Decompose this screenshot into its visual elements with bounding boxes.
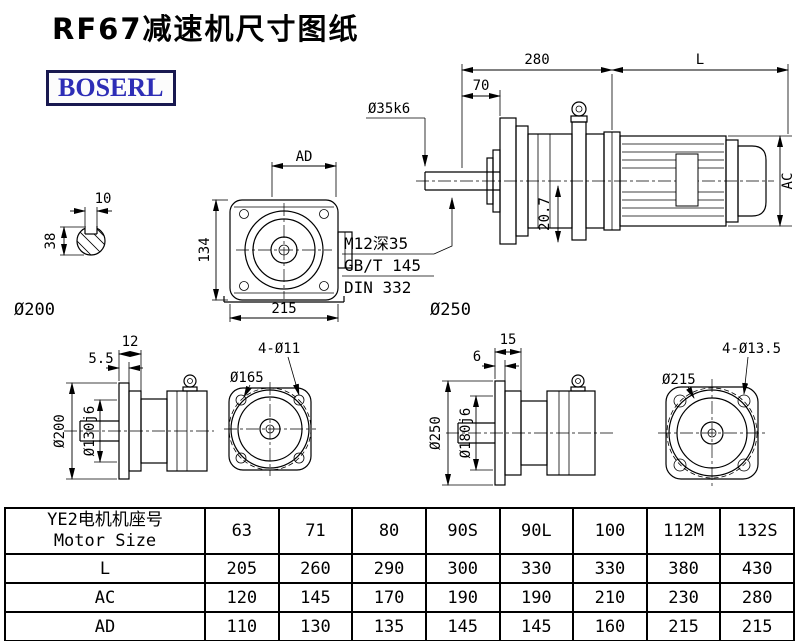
table-row-ac: AC 120 145 170 190 190 210 230 280 [4, 582, 795, 613]
row-label: AD [4, 611, 206, 641]
motor-size-header-cell: YE2电机机座号 Motor Size [4, 507, 206, 555]
table-cell: 110 [204, 611, 280, 641]
dimension-table: YE2电机机座号 Motor Size 63 71 80 90S 90L 100… [4, 507, 795, 641]
technical-drawing: 10 38 Ø200 Ø250 [14, 52, 796, 487]
motor-size-header-en: Motor Size [53, 531, 157, 551]
dim-f250-length: 15 [500, 332, 517, 348]
table-header-cell: 63 [204, 507, 280, 555]
table-cell: 190 [424, 582, 501, 613]
shaft-section-view: 10 38 [43, 191, 112, 256]
table-cell: 215 [719, 611, 795, 641]
table-cell: 190 [498, 582, 575, 613]
motor-size-header-cn: YE2电机机座号 [47, 509, 163, 530]
boserl-logo-text: BOSERL [58, 73, 164, 102]
table-header-cell: 71 [277, 507, 354, 555]
flange200-side-view: 12 5.5 Ø200 Ø130j6 [52, 334, 214, 480]
note-din-standard: DIN 332 [344, 278, 411, 297]
note-tapped-hole: M12深35 [344, 234, 408, 253]
table-cell: 330 [572, 553, 648, 584]
table-cell: 170 [351, 582, 427, 613]
dim-f200-pilot: Ø130j6 [82, 406, 98, 457]
table-cell: 145 [498, 611, 575, 641]
page-title: RF67减速机尺寸图纸 [52, 12, 360, 46]
dim-shaft-length: 70 [473, 78, 490, 94]
dim-f250-thickness: 6 [473, 349, 481, 365]
label-shaft-diameter: Ø35k6 [368, 101, 410, 117]
table-header-cell: 90S [424, 507, 501, 555]
dim-front-width: 215 [271, 301, 296, 317]
dim-f200-length: 12 [122, 334, 139, 350]
dim-f200-thickness: 5.5 [88, 351, 113, 367]
table-cell: 205 [204, 553, 280, 584]
dim-f250-od: Ø250 [428, 416, 444, 450]
table-cell: 160 [572, 611, 648, 641]
table-cell: 280 [719, 582, 795, 613]
table-cell: 210 [572, 582, 648, 613]
table-cell: 380 [645, 553, 722, 584]
table-header-cell: 80 [351, 507, 427, 555]
table-cell: 130 [277, 611, 354, 641]
table-cell: 290 [351, 553, 427, 584]
dim-f200-od: Ø200 [52, 414, 68, 448]
dim-front-height: 134 [197, 237, 213, 262]
dim-ad: AD [296, 149, 313, 165]
gearbox-front-view: AD 134 215 [197, 149, 353, 322]
label-flange-200: Ø200 [14, 300, 55, 320]
label-f200-holes: 4-Ø11 [258, 341, 300, 357]
dim-gear-length: 280 [524, 52, 549, 68]
table-cell: 135 [351, 611, 427, 641]
flange250-front-view: 4-Ø13.5 Ø215 [658, 341, 781, 487]
table-cell: 330 [498, 553, 575, 584]
table-cell: 215 [645, 611, 722, 641]
table-cell: 145 [424, 611, 501, 641]
dim-key-width: 10 [95, 191, 112, 207]
note-gb-standard: GB/T 145 [344, 256, 421, 275]
table-header-cell: 100 [572, 507, 648, 555]
dim-ac: AC [780, 173, 796, 190]
row-label: L [4, 553, 206, 584]
table-row-l: L 205 260 290 300 330 330 380 430 [4, 553, 795, 584]
table-header-row: YE2电机机座号 Motor Size 63 71 80 90S 90L 100… [4, 507, 795, 555]
table-cell: 120 [204, 582, 280, 613]
table-cell: 230 [645, 582, 722, 613]
label-f200-bolt-circle: Ø165 [230, 370, 264, 386]
table-cell: 430 [719, 553, 795, 584]
dim-shaft-diameter: 38 [43, 233, 59, 250]
dim-foot: 20.7 [537, 197, 553, 231]
boserl-logo: BOSERL [46, 70, 176, 106]
label-flange-250: Ø250 [430, 300, 471, 320]
table-header-cell: 132S [719, 507, 795, 555]
gearmotor-side-view: 280 L 70 Ø35k6 AC 20.7 M12深35 GB/T 145 D… [342, 52, 796, 297]
dim-motor-length: L [696, 52, 704, 68]
label-f250-bolt-circle: Ø215 [662, 372, 696, 388]
table-header-cell: 90L [498, 507, 575, 555]
table-cell: 260 [277, 553, 354, 584]
table-cell: 145 [277, 582, 354, 613]
flange250-side-view: 15 6 Ø250 Ø180j6 [428, 332, 614, 486]
table-row-ad: AD 110 130 135 145 145 160 215 215 [4, 611, 795, 641]
flange200-front-view: 4-Ø11 Ø165 [224, 341, 316, 476]
table-cell: 300 [424, 553, 501, 584]
label-f250-holes: 4-Ø13.5 [722, 341, 781, 357]
table-header-cell: 112M [645, 507, 722, 555]
row-label: AC [4, 582, 206, 613]
dim-f250-pilot: Ø180j6 [458, 408, 474, 459]
